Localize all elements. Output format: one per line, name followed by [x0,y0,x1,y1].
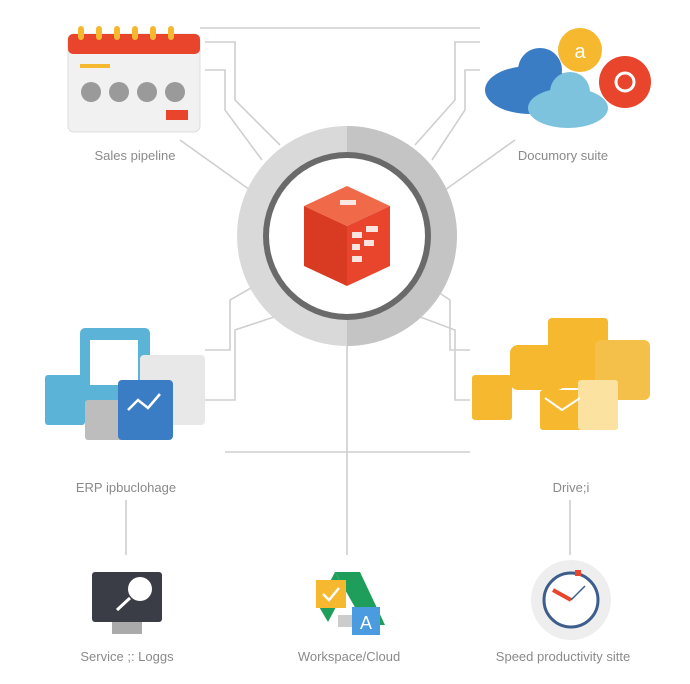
label-erp: ERP ipbuclohage [75,480,177,495]
folder-charts-icon [472,318,650,430]
monitor-search-icon [92,572,162,634]
label-document-suite: Documory suite [517,148,609,163]
svg-text:a: a [574,41,586,63]
label-service-logs: Service ;: Loggs [80,649,174,664]
connector-lines [125,27,571,555]
clock-icon [531,560,611,640]
drive-logo-icon: A [316,572,385,635]
label-sales-pipeline: Sales pipeline [94,148,176,163]
cloud-apps-icon: a [485,28,651,128]
svg-text:A: A [360,613,372,633]
label-workspace-cloud: Workspace/Cloud [297,649,401,664]
label-speed-productivity: Speed productivity sitte [495,649,631,664]
document-stack-icon [45,328,205,440]
calendar-dashboard-icon [67,26,201,133]
label-drive: Drive;i [552,480,590,495]
red-cube-icon [304,186,390,286]
